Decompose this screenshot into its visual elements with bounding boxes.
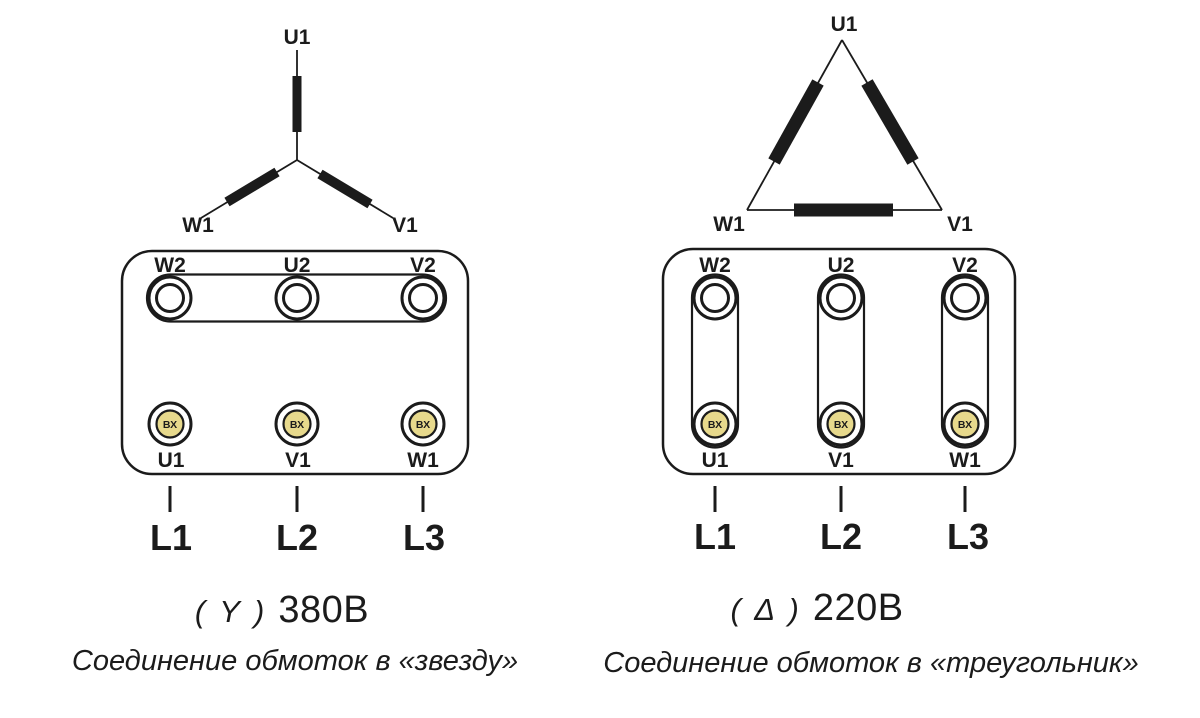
delta-voltage-title: ( Δ ) 220В (730, 587, 903, 630)
terminal-label-v1: V1 (828, 449, 854, 472)
terminal-ring-inner (155, 283, 185, 313)
delta-caption: Соединение обмоток в «треугольник» (603, 647, 1139, 679)
terminal-label-w2: W2 (699, 254, 731, 277)
terminal-ring-inner (700, 283, 730, 313)
terminal-label-u1: U1 (702, 449, 729, 472)
star-winding-bar-left (224, 167, 280, 207)
supply-line-label-l1: L1 (694, 516, 736, 557)
input-pad-mark: ВХ (834, 419, 848, 431)
star-winding-bar-right (317, 169, 373, 209)
delta-winding-bar-right (861, 79, 919, 165)
terminal-label-u1: U1 (158, 449, 185, 472)
delta-connection-symbol: ( Δ ) (730, 592, 802, 627)
delta-vertex-label-u1: U1 (831, 13, 858, 36)
star-bottom-terminals: ВХ ВХ ВХ (147, 401, 446, 447)
delta-supply-leads (713, 486, 967, 512)
star-voltage-title: ( Y ) 380В (195, 589, 369, 632)
terminal-label-u2: U2 (828, 254, 855, 277)
jumper-bar-vertical (940, 273, 990, 449)
star-connection-symbol: ( Y ) (194, 594, 268, 629)
supply-line-label-l3: L3 (947, 516, 989, 557)
terminal-ring-inner (826, 283, 856, 313)
jumper-bar-vertical (690, 273, 740, 449)
star-vertex-label-w1: W1 (182, 214, 214, 237)
delta-vertex-label-w1: W1 (713, 213, 745, 236)
terminal-label-w1: W1 (949, 449, 981, 472)
jumper-bar-vertical (816, 273, 866, 449)
terminal-label-u2: U2 (284, 254, 311, 277)
supply-line-label-l3: L3 (403, 517, 445, 558)
input-pad-mark: ВХ (708, 419, 722, 431)
star-vertex-label-u1: U1 (284, 26, 311, 49)
delta-top-terminals (692, 275, 988, 321)
terminal-ring-inner (408, 283, 438, 313)
terminal-input-pad (950, 409, 980, 439)
star-schematic (200, 50, 394, 219)
terminal-label-v1: V1 (285, 449, 311, 472)
star-vertex-label-v1: V1 (392, 214, 418, 237)
terminal-input-pad (408, 409, 438, 439)
terminal-label-w2: W2 (154, 254, 186, 277)
delta-winding-bar-left (768, 79, 824, 165)
star-supply-leads (168, 486, 425, 512)
delta-schematic (746, 39, 943, 217)
delta-bottom-terminals: ВХ ВХ ВХ (692, 401, 988, 447)
delta-voltage-value: 220В (812, 587, 904, 629)
terminal-input-pad (700, 409, 730, 439)
terminal-input-pad (155, 409, 185, 439)
input-pad-mark: ВХ (290, 419, 304, 431)
input-pad-mark: ВХ (958, 419, 972, 431)
terminal-label-v2: V2 (410, 254, 436, 277)
star-terminal-box: W2 U2 V2 ВХ ВХ ВХ U1 V1 W1 (120, 249, 470, 476)
star-caption: Соединение обмоток в «звезду» (71, 645, 519, 677)
input-pad-mark: ВХ (416, 419, 430, 431)
terminal-ring-inner (950, 283, 980, 313)
terminal-input-pad (282, 409, 312, 439)
terminal-label-v2: V2 (952, 254, 978, 277)
input-pad-mark: ВХ (163, 419, 177, 431)
supply-line-label-l2: L2 (276, 517, 318, 558)
delta-vertex-label-v1: V1 (947, 213, 973, 236)
terminal-input-pad (826, 409, 856, 439)
terminal-label-w1: W1 (407, 449, 439, 472)
star-top-terminals (147, 275, 446, 321)
supply-line-label-l1: L1 (150, 517, 192, 558)
supply-line-label-l2: L2 (820, 516, 862, 557)
star-voltage-value: 380В (278, 589, 370, 631)
delta-terminal-box: W2 U2 V2 ВХ ВХ ВХ U1 V1 W1 (661, 247, 1017, 476)
terminal-ring-inner (282, 283, 312, 313)
